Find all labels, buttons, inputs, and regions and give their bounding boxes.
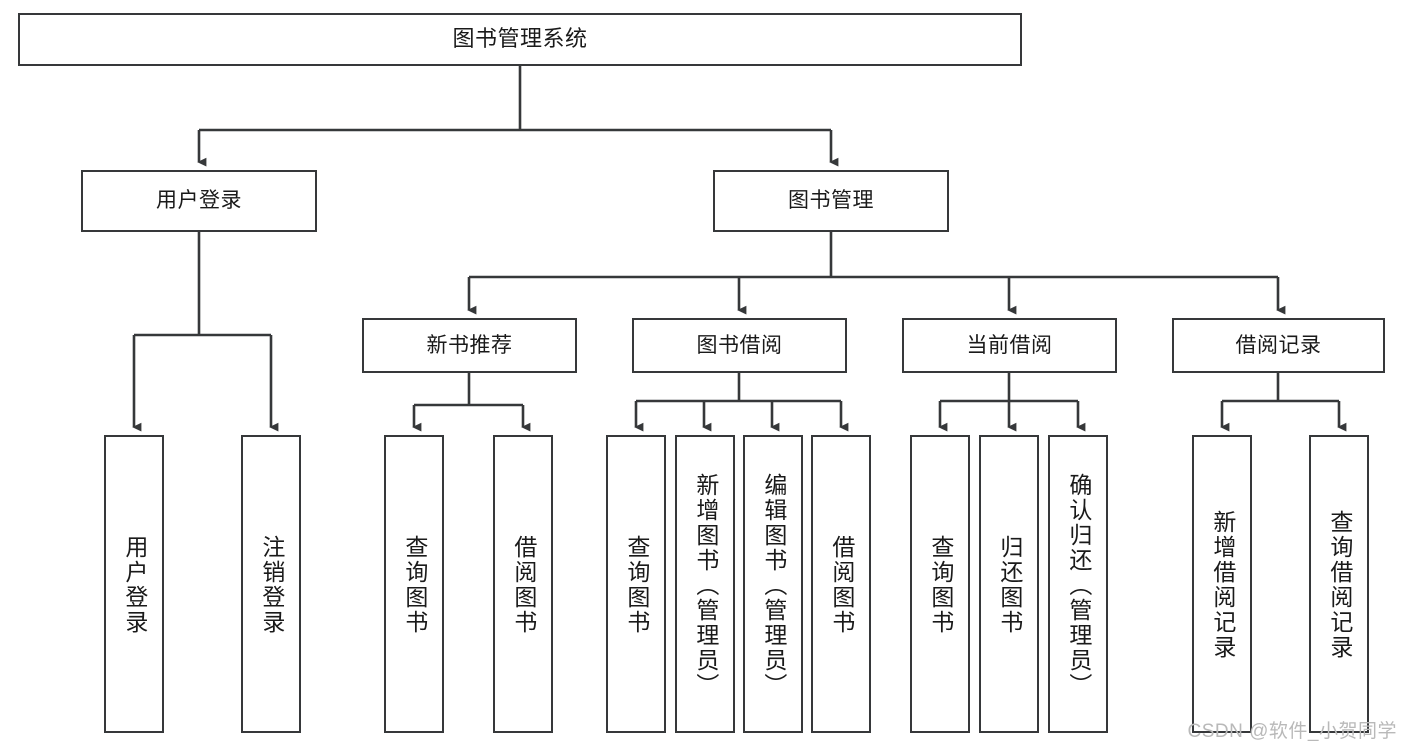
node-label: 当前借阅 — [966, 333, 1053, 357]
node-label: 新增借阅记录 — [1209, 510, 1236, 660]
node-book-borrow[interactable]: 图书借阅 — [632, 318, 847, 373]
node-root-system[interactable]: 图书管理系统 — [18, 13, 1022, 66]
node-label: 用户登录 — [121, 535, 148, 635]
node-current-borrow[interactable]: 当前借阅 — [902, 318, 1117, 373]
node-label: 新书推荐 — [426, 333, 513, 357]
csdn-watermark: CSDN @软件_小贺同学 — [1187, 721, 1397, 742]
node-new-book-recommend[interactable]: 新书推荐 — [362, 318, 577, 373]
node-label: 新增图书（管理员） — [692, 473, 719, 698]
node-user-login[interactable]: 用户登录 — [81, 170, 317, 232]
node-label: 归还图书 — [996, 535, 1023, 635]
node-label: 查询图书 — [623, 535, 650, 635]
node-book-management[interactable]: 图书管理 — [713, 170, 949, 232]
node-label: 查询借阅记录 — [1326, 510, 1353, 660]
leaf-logout-login[interactable]: 注销登录 — [241, 435, 301, 733]
node-label: 注销登录 — [258, 535, 285, 635]
node-label: 确认归还（管理员） — [1065, 473, 1092, 698]
node-label: 查询图书 — [401, 535, 428, 635]
node-label: 借阅图书 — [510, 535, 537, 635]
leaf-add-borrow-record[interactable]: 新增借阅记录 — [1192, 435, 1252, 733]
node-label: 图书借阅 — [696, 333, 783, 357]
leaf-return-book[interactable]: 归还图书 — [979, 435, 1039, 733]
node-label: 图书管理系统 — [452, 26, 588, 52]
leaf-confirm-return-admin[interactable]: 确认归还（管理员） — [1048, 435, 1108, 733]
node-label: 用户登录 — [156, 189, 242, 213]
leaf-query-book-current[interactable]: 查询图书 — [910, 435, 970, 733]
node-label: 借阅图书 — [828, 535, 855, 635]
leaf-borrow-book[interactable]: 借阅图书 — [811, 435, 871, 733]
leaf-query-book-recommend[interactable]: 查询图书 — [384, 435, 444, 733]
node-label: 借阅记录 — [1235, 333, 1322, 357]
leaf-user-login[interactable]: 用户登录 — [104, 435, 164, 733]
node-label: 查询图书 — [927, 535, 954, 635]
node-label: 图书管理 — [788, 189, 874, 213]
node-label: 编辑图书（管理员） — [760, 473, 787, 698]
leaf-query-borrow-record[interactable]: 查询借阅记录 — [1309, 435, 1369, 733]
node-borrow-record[interactable]: 借阅记录 — [1172, 318, 1385, 373]
leaf-query-book-borrow[interactable]: 查询图书 — [606, 435, 666, 733]
leaf-edit-book-admin[interactable]: 编辑图书（管理员） — [743, 435, 803, 733]
leaf-add-book-admin[interactable]: 新增图书（管理员） — [675, 435, 735, 733]
leaf-borrow-book-recommend[interactable]: 借阅图书 — [493, 435, 553, 733]
